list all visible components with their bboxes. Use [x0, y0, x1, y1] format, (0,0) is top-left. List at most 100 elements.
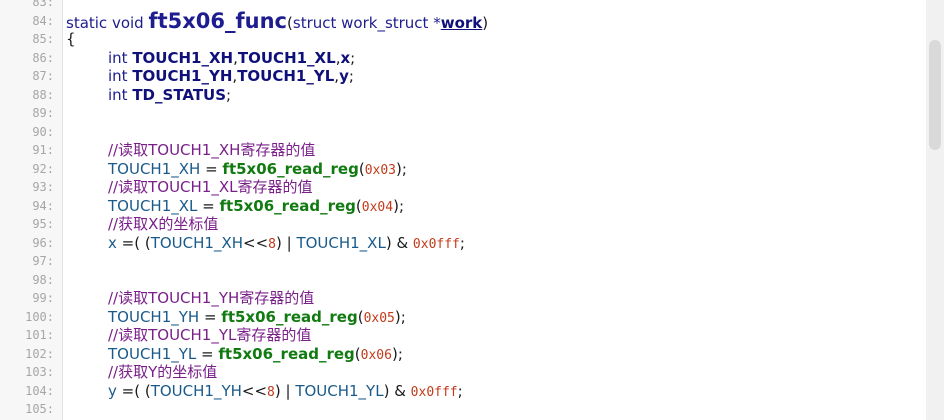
code-text: TOUCH1_XL = ft5x06_read_reg(0x04); [108, 197, 404, 218]
code-token: y [339, 67, 349, 85]
code-token: //获取X的坐标值 [108, 215, 219, 233]
line-number: 98: [32, 272, 54, 287]
code-text: //读取TOUCH1_XL寄存器的值 [108, 178, 313, 197]
scrollbar-thumb[interactable] [929, 40, 941, 150]
vertical-scrollbar[interactable] [926, 0, 944, 420]
code-token: ; [350, 48, 356, 67]
code-line: 99: //读取TOUCH1_YH寄存器的值 [0, 289, 926, 308]
code-line: 98: [0, 271, 926, 290]
code-token: , [232, 67, 238, 85]
code-token: ft5x06_read_reg [218, 344, 355, 363]
code-text: //获取Y的坐标值 [108, 363, 217, 382]
code-token: , [334, 67, 340, 85]
code-token: 0x03 [364, 162, 397, 178]
code-line: 91: //读取TOUCH1_XH寄存器的值 [0, 141, 926, 160]
code-token: int [108, 85, 133, 104]
code-token: //读取TOUCH1_YL寄存器的值 [108, 326, 312, 344]
code-token: 0x06 [360, 347, 392, 363]
line-number: 95: [32, 217, 54, 231]
line-number: 88: [32, 87, 54, 102]
code-token: ( [358, 159, 365, 178]
code-token: TOUCH1_XL [296, 233, 386, 252]
code-text: static void ft5x06_func(struct work_stru… [66, 8, 489, 33]
code-line: 92:TOUCH1_XH = ft5x06_read_reg(0x03); [0, 160, 926, 179]
code-text: { [66, 30, 76, 49]
code-area[interactable]: 83:84:static void ft5x06_func(struct wor… [0, 0, 926, 419]
code-line: 101://读取TOUCH1_YL寄存器的值 [0, 326, 926, 345]
code-token: 0x05 [363, 310, 395, 326]
code-token: TOUCH1_YH [108, 307, 200, 326]
code-token: ) [482, 13, 489, 32]
code-token: 0x0fff [412, 236, 460, 252]
code-line: 103: //获取Y的坐标值 [0, 363, 926, 382]
code-token: int [108, 67, 133, 85]
line-number: 100: [25, 309, 54, 324]
code-token: << [243, 233, 269, 252]
code-line: 97: [0, 252, 926, 271]
code-token: ); [393, 196, 404, 215]
line-number: 92: [32, 161, 54, 176]
code-text: //读取TOUCH1_YH寄存器的值 [108, 289, 314, 308]
code-line: 93://读取TOUCH1_XL寄存器的值 [0, 178, 926, 197]
code-token: ) | [275, 233, 297, 252]
code-token: ); [394, 307, 406, 326]
code-token: ) & [383, 381, 411, 400]
code-line: 95: //获取X的坐标值 [0, 215, 926, 234]
code-token: TOUCH1_YL [295, 381, 384, 400]
code-token: ); [396, 159, 407, 178]
code-token: ( [355, 196, 362, 215]
code-token: TOUCH1_XL [237, 48, 336, 67]
code-token: ft5x06_read_reg [221, 307, 358, 326]
code-token: 8 [268, 236, 276, 252]
code-token: = [199, 307, 222, 326]
code-token: x [340, 48, 351, 67]
code-token: ( [287, 13, 293, 32]
code-token: , [233, 48, 238, 67]
code-token: TOUCH1_YH [150, 381, 242, 400]
line-number: 99: [32, 291, 54, 305]
code-token: << [241, 381, 268, 400]
code-line: 100: TOUCH1_YH = ft5x06_read_reg(0x05); [0, 308, 926, 327]
line-number: 105: [25, 402, 54, 416]
code-line: 84:static void ft5x06_func(struct work_s… [0, 8, 926, 33]
line-number: 86: [32, 50, 54, 65]
line-number: 91: [32, 143, 54, 157]
code-token: int [108, 48, 133, 67]
code-token: 0x0fff [410, 384, 458, 400]
code-token: ; [226, 85, 232, 104]
code-text: TOUCH1_YL = ft5x06_read_reg(0x06); [108, 345, 403, 366]
line-number: 104: [25, 383, 54, 398]
line-number: 102: [25, 346, 54, 361]
code-line: 89: [0, 104, 926, 123]
code-token: = [196, 344, 219, 363]
code-token: ); [391, 344, 403, 363]
line-number: 83: [32, 0, 54, 9]
code-token: ft5x06_read_reg [219, 196, 356, 215]
code-token: ; [459, 233, 465, 252]
code-token: ft5x06_func [148, 8, 288, 33]
code-token: //读取TOUCH1_XL寄存器的值 [108, 178, 313, 196]
code-line: 96:x =( (TOUCH1_XH<<8) | TOUCH1_XL) & 0x… [0, 234, 926, 253]
code-token: , [335, 48, 341, 67]
code-line: 85:{ [0, 30, 926, 49]
line-number: 97: [32, 254, 54, 268]
code-line: 102: TOUCH1_YL = ft5x06_read_reg(0x06); [0, 345, 926, 364]
code-token: ) & [385, 233, 413, 252]
code-text: //读取TOUCH1_XH寄存器的值 [108, 141, 315, 160]
code-text: //获取X的坐标值 [108, 215, 218, 234]
code-token: 8 [267, 384, 275, 400]
code-text: int TD_STATUS; [108, 86, 231, 105]
code-token: = [200, 159, 223, 178]
code-token: ( [357, 307, 364, 326]
code-token: ; [348, 67, 354, 85]
code-token: static void [66, 13, 149, 32]
code-token: //获取Y的坐标值 [108, 363, 218, 381]
code-token: TOUCH1_YL [237, 67, 335, 85]
code-line: 88: int TD_STATUS; [0, 86, 926, 105]
code-line: 90: [0, 123, 926, 142]
code-token: TOUCH1_YH [132, 67, 233, 85]
line-number: 103: [25, 365, 54, 379]
code-line: 94:TOUCH1_XL = ft5x06_read_reg(0x04); [0, 197, 926, 216]
code-text: int TOUCH1_XH,TOUCH1_XL,x; [108, 49, 355, 68]
